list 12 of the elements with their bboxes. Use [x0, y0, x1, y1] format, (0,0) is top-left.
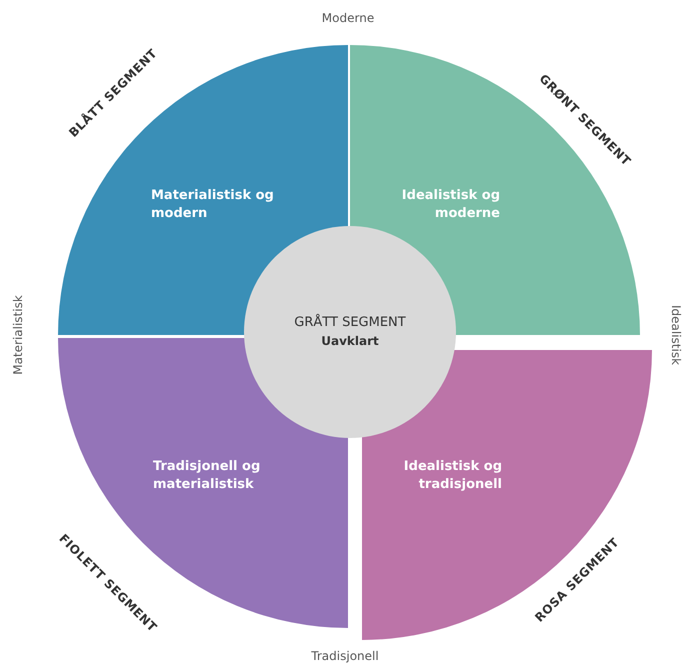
segment-description: Uavklart	[321, 333, 379, 350]
segment-description: Idealistisk og moderne	[400, 187, 500, 223]
segment-title: GRÅTT SEGMENT	[294, 314, 406, 332]
axis-label: Moderne	[322, 11, 374, 25]
axis-label: Materialistisk	[11, 295, 25, 375]
axis-label: Tradisjonell	[311, 649, 379, 663]
segment-description: Idealistisk og tradisjonell	[402, 458, 502, 494]
segment-description: Tradisjonell og materialistisk	[153, 458, 262, 494]
segment-description: Materialistisk og modern	[151, 187, 275, 223]
center-circle	[244, 226, 456, 438]
quadrant-segment	[362, 350, 652, 640]
axis-label: Idealistisk	[669, 304, 683, 366]
